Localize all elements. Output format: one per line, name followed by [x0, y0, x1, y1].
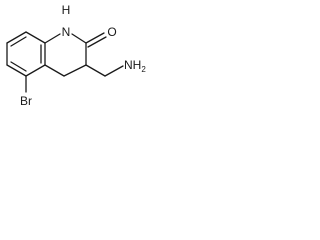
amine-label: NH: [124, 58, 141, 72]
atom-label-h: H: [62, 3, 71, 17]
carbonyl-bond: [85, 32, 105, 44]
bond-c3-c4: [63, 64, 87, 77]
amine-subscript: 2: [141, 65, 146, 74]
benzene-ring: [6, 31, 46, 77]
bond-c5-c4a: [25, 64, 46, 77]
bond-c8-c7: [6, 31, 27, 44]
atom-label-o: O: [107, 25, 116, 39]
carbonyl-group: [85, 32, 107, 48]
structure-canvas: H N O Br NH2: [0, 0, 235, 149]
carbonyl-bond: [87, 36, 107, 48]
atom-label-amine: NH2: [124, 58, 146, 74]
bond-ch2-n: [104, 65, 124, 77]
bond-c8a-n1: [44, 33, 61, 44]
double-bond-inner: [10, 61, 27, 72]
bond-c8a-c8: [25, 31, 46, 44]
bond-c3-ch2: [85, 64, 106, 77]
atom-label-n: N: [62, 25, 71, 39]
molecule-diagram: H N O Br NH2: [6, 3, 146, 108]
bond-n1-c2: [71, 33, 87, 44]
double-bond-inner: [10, 36, 27, 47]
atom-label-br: Br: [20, 94, 32, 108]
bond-c6-c5: [6, 64, 27, 77]
bond-c4-c4a: [44, 64, 65, 77]
aminomethyl-chain: [85, 64, 124, 77]
lactam-ring: [44, 33, 87, 77]
